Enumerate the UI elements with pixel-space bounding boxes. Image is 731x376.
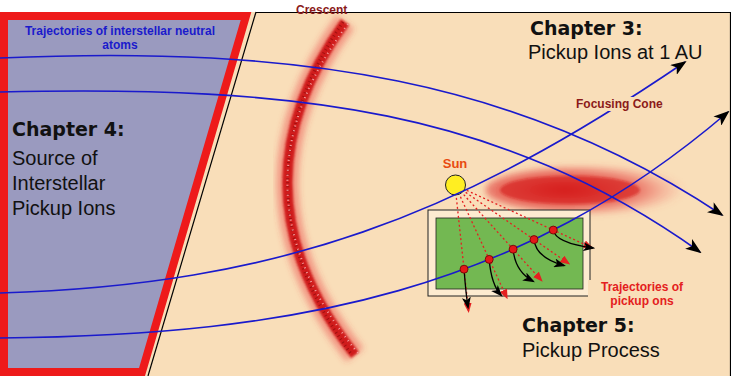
trajectory-note: Trajectories of interstellar neutral ato… [22,24,218,52]
chapter-heading: Chapter 4: [12,118,125,140]
pickup-ion-trajectory [489,259,501,295]
chapter-heading: Chapter 5: [522,314,635,336]
neutral-trajectory [0,91,700,252]
sunlight-ray [466,192,569,263]
pickup-ion-trajectory [534,240,564,266]
frame-line [730,12,731,376]
pickup-box [436,218,583,289]
chapter-title: Pickup Process [522,338,660,363]
ionization-point [509,245,517,253]
pickup-ion-trajectory [464,269,468,307]
region-name: Crescent [296,3,347,17]
chapter-title: Source of Interstellar Pickup Ions [12,146,140,221]
neutral-trajectory [0,112,728,338]
ionization-point [530,236,538,244]
neutral-trajectories [0,55,728,338]
ionization-point [549,226,557,234]
chapter-heading: Chapter 3: [530,17,643,39]
pickup-ion-trajectory [553,230,593,248]
focusing-cone [485,166,685,214]
sunlight-ray [460,197,506,298]
ionization-point [460,265,468,273]
sunlight-ray [467,190,592,247]
trajectory-note: Trajectories of pickup ons [588,280,696,308]
region-name: Focusing Cone [574,97,665,111]
neutral-trajectory [0,55,722,215]
neutral-trajectory [0,62,685,293]
ground [0,12,731,376]
sun-label: Sun [443,156,468,171]
ionization-point [485,255,493,263]
chapter-title: Pickup Ions at 1 AU [528,40,703,65]
pickup-ion-trajectory [513,249,533,281]
region-shape [4,16,246,372]
sunlight-ray [456,198,468,311]
sunlight-ray [464,195,542,281]
pickup-group [456,190,593,311]
